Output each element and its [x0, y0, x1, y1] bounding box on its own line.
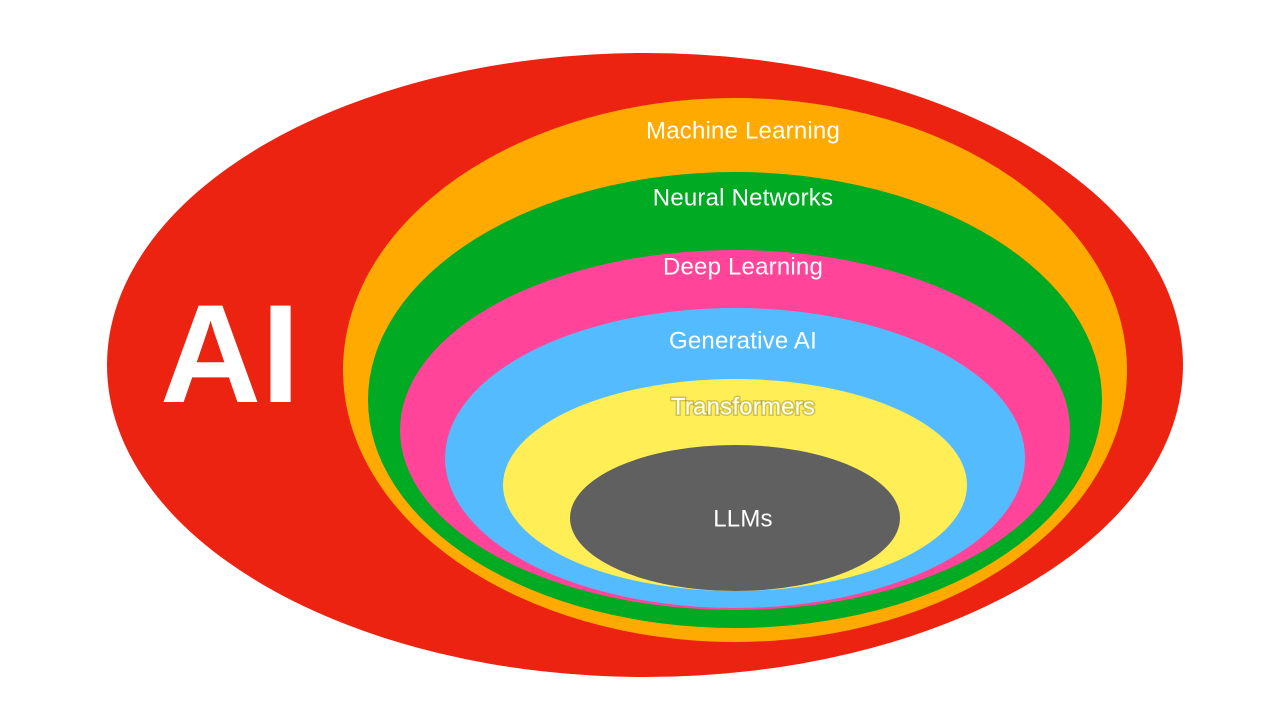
label-llms: LLMs — [713, 505, 773, 532]
label-deep-learning: Deep Learning — [663, 253, 823, 280]
label-transformers: Transformers — [671, 393, 815, 420]
ellipse-llms — [570, 445, 900, 591]
label-machine-learning: Machine Learning — [646, 117, 840, 144]
label-ai: AI — [160, 275, 300, 432]
label-neural-networks: Neural Networks — [653, 184, 833, 211]
label-generative-ai: Generative AI — [669, 327, 817, 354]
